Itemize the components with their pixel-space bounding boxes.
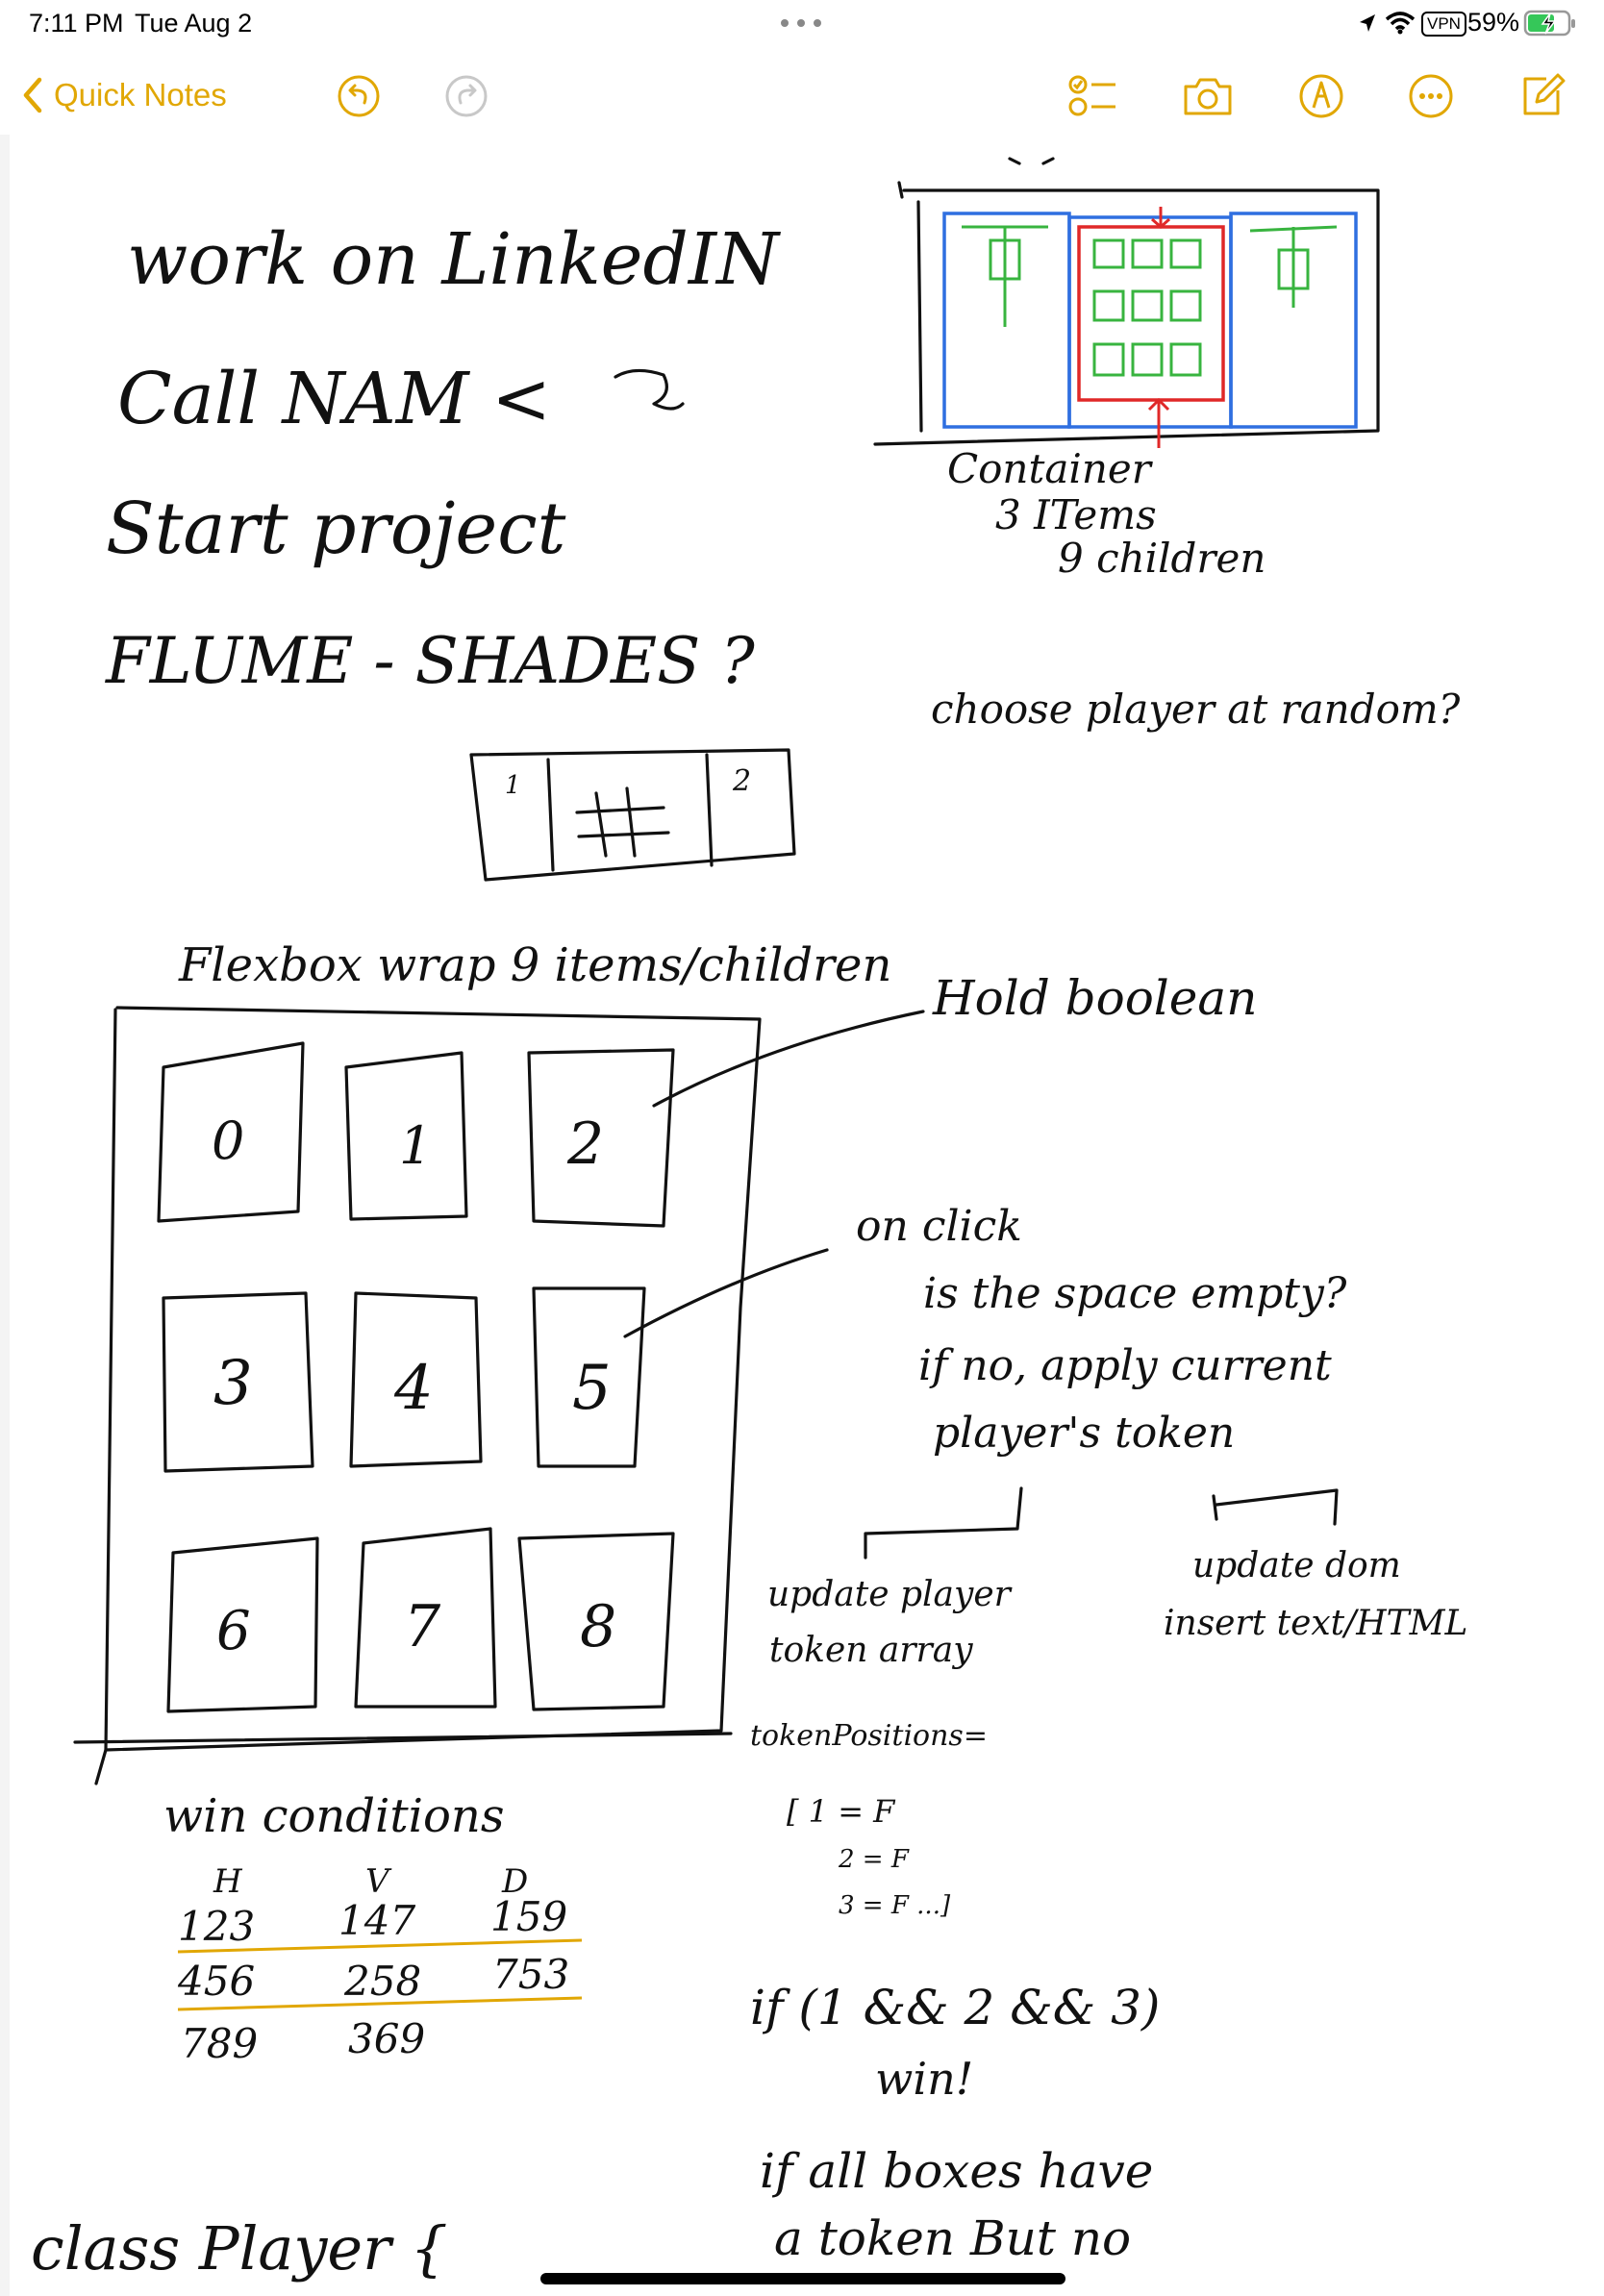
if-win-result: win! (875, 2053, 973, 2105)
children-box (1077, 225, 1225, 402)
container-item-middle (1067, 215, 1233, 429)
down-arrow (1151, 207, 1170, 230)
camera-icon[interactable] (1181, 73, 1235, 119)
chevron-left-icon (23, 77, 42, 113)
undo-icon[interactable] (337, 74, 381, 118)
if-win-condition: if (1 && 2 && 3) (750, 1980, 1160, 2035)
on-click-pointer (623, 1248, 829, 1338)
random-question: choose player at random? (931, 686, 1461, 733)
board-cell-label: 0 (212, 1111, 244, 1171)
on-click-line: if no, apply current (918, 1341, 1332, 1390)
highlight-line (177, 1938, 583, 1954)
markup-icon[interactable] (1298, 73, 1344, 119)
status-time: 7:11 PM (29, 9, 124, 37)
win-row-value: 789 (181, 2020, 258, 2067)
items-label: 3 ITems (995, 491, 1157, 538)
win-row-value: 123 (178, 1903, 255, 1950)
back-button-label: Quick Notes (54, 77, 227, 112)
token-positions-line: 3 = F ...] (839, 1891, 951, 1920)
mini-board: 1 2 (469, 748, 796, 882)
win-header-h: H (213, 1862, 243, 1901)
class-player: class Player { (31, 2213, 448, 2284)
board-cell-label: 2 (566, 1111, 604, 1178)
token-positions-line: 2 = F (838, 1845, 910, 1874)
battery-percentage: 59% (1467, 8, 1520, 37)
hold-boolean-label: Hold boolean (932, 970, 1257, 1026)
todo-item: work on LinkedIN (127, 218, 781, 301)
win-conditions-title: win conditions (163, 1789, 504, 1843)
location-icon (1360, 14, 1375, 32)
mini-board-label-1: 1 (505, 771, 521, 800)
win-conditions: win conditions H V D 123 147 159 456 258… (163, 1789, 583, 2067)
scribble-mark (614, 368, 685, 411)
update-dom-line: update dom (1192, 1546, 1401, 1585)
on-click-line: player's token (933, 1409, 1235, 1458)
container-diagram: Container 3 ITems 9 children (873, 157, 1380, 582)
wifi-icon (1385, 12, 1416, 35)
token-positions-line: tokenPositions= (750, 1719, 988, 1753)
back-button[interactable]: Quick Notes (21, 71, 227, 119)
win-row-value: 456 (177, 1958, 255, 2005)
bracket-update-player (864, 1486, 1023, 1560)
win-row-value: 258 (343, 1958, 421, 2005)
child-grid (962, 225, 1338, 377)
board-cell-label: 4 (393, 1353, 434, 1424)
mini-board-label-2: 2 (732, 764, 751, 798)
board-cell-label: 3 (213, 1348, 253, 1419)
battery-charging-icon (1523, 10, 1575, 37)
board-cell-label: 8 (580, 1593, 616, 1660)
flexbox-caption: Flexbox wrap 9 items/children (178, 938, 891, 992)
highlight-line (177, 1996, 583, 2011)
compose-icon[interactable] (1517, 71, 1566, 119)
token-positions: tokenPositions= [ 1 = F 2 = F 3 = F ...] (750, 1719, 988, 1920)
all-boxes-line: if all boxes have (760, 2143, 1153, 2199)
update-player-line: token array (769, 1631, 973, 1670)
redo-icon[interactable] (444, 74, 489, 118)
up-arrow (1147, 397, 1170, 448)
board-cell-label: 7 (404, 1593, 441, 1660)
children-label: 9 children (1058, 535, 1266, 582)
board-cell-label: 1 (399, 1115, 432, 1176)
win-row-value: 159 (490, 1893, 567, 1940)
vpn-badge: VPN (1421, 12, 1466, 37)
note-canvas[interactable]: work on LinkedIN Call NAM < Start projec… (0, 135, 1604, 2296)
update-player-line: update player (767, 1575, 1013, 1614)
on-click-notes: on click is the space empty? if no, appl… (856, 1202, 1347, 1458)
status-date: Tue Aug 2 (135, 9, 253, 37)
on-click-line: is the space empty? (923, 1269, 1347, 1318)
checklist-icon[interactable] (1067, 73, 1119, 119)
more-icon[interactable] (1408, 73, 1454, 119)
win-row-value: 369 (348, 2015, 425, 2062)
home-indicator[interactable] (540, 2273, 1065, 2284)
update-dom-line: insert text/HTML (1164, 1604, 1467, 1643)
multitasking-dots-icon[interactable] (777, 13, 825, 33)
todo-item: Start project (106, 487, 566, 570)
win-header-v: V (365, 1862, 392, 1901)
hold-boolean-pointer (652, 1010, 925, 1108)
win-row-value: 753 (492, 1951, 569, 1998)
bracket-update-dom (1212, 1488, 1339, 1526)
on-click-line: on click (856, 1202, 1022, 1251)
win-row-value: 147 (338, 1897, 415, 1944)
container-label: Container (947, 445, 1154, 492)
container-item-left (942, 212, 1071, 429)
todo-item: FLUME - SHADES ? (105, 624, 755, 698)
board-cell-label: 5 (572, 1353, 612, 1424)
all-boxes-line: a token But no (774, 2210, 1131, 2266)
board-cell-label: 6 (216, 1600, 251, 1662)
token-positions-line: [ 1 = F (787, 1793, 896, 1830)
todo-item: Call NAM < (117, 358, 551, 440)
todo-list: work on LinkedIN Call NAM < Start projec… (105, 218, 781, 698)
status-bar: 7:11 PM Tue Aug 2 VPN 59% (0, 0, 1604, 48)
win-header-d: D (501, 1862, 528, 1901)
board-sketch: 0 1 2 3 4 5 6 7 8 (73, 1006, 762, 1785)
